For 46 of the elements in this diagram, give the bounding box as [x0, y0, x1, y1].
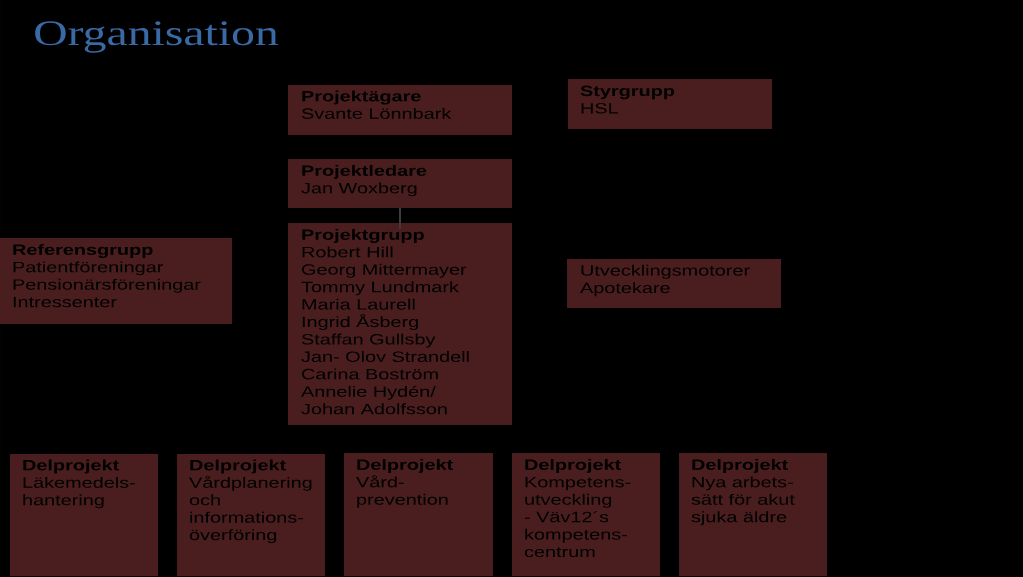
- org-box: [679, 453, 827, 576]
- box-text: Annelie Hydén/: [301, 385, 436, 400]
- box-text: Johan Adolfsson: [301, 403, 447, 415]
- org-box: [344, 453, 493, 576]
- org-box: [288, 223, 512, 425]
- box-heading: Styrgrupp: [580, 85, 675, 100]
- box-text: HSL: [581, 103, 618, 114]
- box-text: Robert Hill: [302, 246, 393, 258]
- box-text: Carina Boström: [302, 368, 438, 380]
- connector-line: [399, 207, 401, 230]
- box-text: Nya arbets- sätt för akut sjuka äldre: [691, 476, 795, 526]
- box-heading: Projektledare: [302, 165, 427, 179]
- box-text: Svante Lönnbark: [301, 107, 452, 119]
- box-text: Maria Laurell: [302, 298, 415, 310]
- box-heading: Referensgrupp: [13, 244, 153, 258]
- box-heading: Delprojekt: [190, 459, 286, 474]
- box-text: Ingrid Åsberg: [302, 313, 418, 331]
- org-box: [0, 238, 232, 324]
- box-text: Vård- prevention: [356, 475, 448, 508]
- box-text: Kompetens- utveckling - Väv12´s kompetens- centrum: [524, 477, 631, 558]
- org-box: [512, 453, 660, 576]
- org-box: [568, 79, 772, 129]
- box-text: Staffan Gullsby: [301, 333, 436, 348]
- box-text: Georg Mittermayer: [302, 263, 467, 278]
- box-heading: Delprojekt: [525, 459, 621, 473]
- box-text: Jan Woxberg: [301, 182, 417, 197]
- box-text: Utvecklingsmotorer: [581, 264, 750, 279]
- box-text: Patientföreningar: [13, 261, 163, 276]
- box-text: Läkemedels- hantering: [23, 476, 135, 509]
- box-heading: Delprojekt: [23, 459, 119, 474]
- org-box: [567, 259, 781, 308]
- box-text: Tommy Lundmark: [301, 281, 459, 296]
- box-text: Pensionärsföreningar: [13, 278, 201, 293]
- org-box: [288, 159, 512, 208]
- org-box: [10, 454, 158, 576]
- box-heading: Delprojekt: [692, 459, 788, 473]
- box-heading: Delprojekt: [357, 459, 453, 473]
- box-text: Apotekare: [580, 282, 670, 297]
- box-text: Intressenter: [13, 296, 117, 308]
- box-text: Vårdplanering och informations- överföring: [189, 475, 312, 544]
- box-heading: Projektägare: [302, 90, 421, 105]
- slide-title: Organisation: [35, 21, 279, 53]
- org-box: [177, 454, 325, 576]
- box-heading: Projektgrupp: [302, 229, 424, 243]
- org-box: [288, 85, 512, 135]
- box-text: Jan- Olov Strandell: [301, 351, 469, 362]
